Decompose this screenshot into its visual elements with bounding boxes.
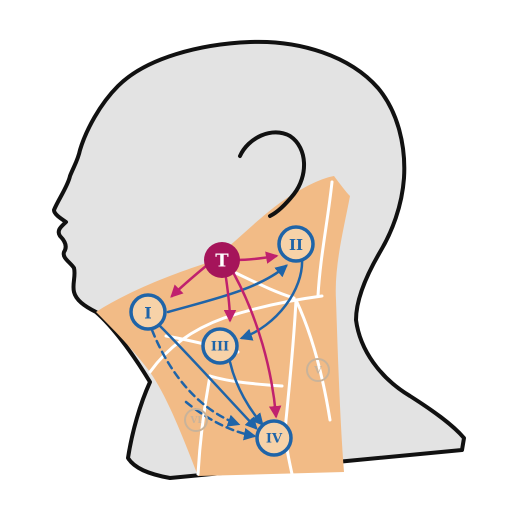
level-V-node: V bbox=[306, 358, 330, 382]
level-III-label: III bbox=[211, 340, 229, 355]
level-VI-label: VI bbox=[189, 416, 201, 426]
level-IV-node: IV bbox=[255, 419, 293, 457]
tumor-arrow-to-IV bbox=[232, 272, 282, 419]
level-II-node: II bbox=[277, 225, 315, 263]
tumor-node bbox=[204, 242, 240, 278]
level-I-label: I bbox=[144, 304, 151, 323]
level-IV-label: IV bbox=[266, 432, 283, 447]
level-III-node: III bbox=[201, 327, 239, 365]
level-VI-node: VI bbox=[184, 408, 208, 432]
tumor-arrow-to-III bbox=[223, 276, 237, 323]
path-III-to-IV bbox=[228, 360, 264, 426]
tumor-arrow-to-I bbox=[170, 264, 208, 298]
path-I-to-II bbox=[166, 264, 288, 314]
level-II-label: II bbox=[289, 236, 303, 254]
ear-outline bbox=[238, 130, 307, 218]
path-I-to-IV-dashed-2 bbox=[184, 400, 257, 441]
path-I-to-IV bbox=[158, 324, 258, 430]
path-II-to-III bbox=[239, 256, 304, 341]
path-I-to-IV-dashed-1 bbox=[150, 328, 241, 427]
level-V-label: V bbox=[313, 366, 322, 377]
level-I-node: I bbox=[129, 293, 167, 331]
tumor-label: T bbox=[215, 251, 229, 272]
